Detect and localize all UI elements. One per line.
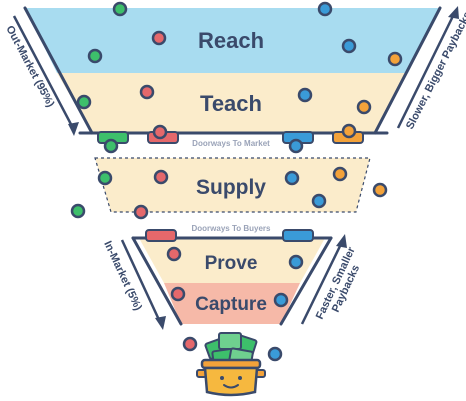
stage-teach-label: Teach bbox=[200, 91, 262, 116]
dot bbox=[372, 182, 388, 198]
dot bbox=[288, 254, 304, 270]
dot bbox=[103, 138, 119, 154]
dot bbox=[139, 84, 155, 100]
dot bbox=[284, 170, 300, 186]
in-market-arrow bbox=[120, 239, 166, 330]
faster-arrow bbox=[300, 234, 347, 325]
top-funnel-left-edge bbox=[23, 6, 94, 135]
money-pot-icon bbox=[196, 332, 266, 397]
dot bbox=[317, 1, 333, 17]
dots bbox=[70, 1, 403, 362]
slower-arrow bbox=[396, 6, 459, 129]
stage-reach-label: Reach bbox=[198, 28, 264, 53]
top-funnel-right-edge bbox=[373, 6, 442, 135]
bottom-funnel-right-edge bbox=[279, 236, 333, 326]
prove-band bbox=[139, 238, 325, 283]
stage-capture-label: Capture bbox=[195, 294, 267, 315]
dot bbox=[273, 292, 289, 308]
dot bbox=[70, 203, 86, 219]
dot bbox=[341, 123, 357, 139]
dot bbox=[166, 246, 182, 262]
out-market-arrow bbox=[12, 15, 79, 136]
dot bbox=[151, 30, 167, 46]
dot bbox=[297, 87, 313, 103]
doorways-to-market-label: Doorways To Market bbox=[192, 139, 270, 148]
dot bbox=[87, 48, 103, 64]
doorways-to-buyers-label: Doorways To Buyers bbox=[192, 224, 272, 233]
dot bbox=[170, 286, 186, 302]
dot bbox=[356, 99, 372, 115]
dot bbox=[182, 336, 198, 352]
dot bbox=[133, 204, 149, 220]
dot bbox=[112, 1, 128, 17]
stage-supply-label: Supply bbox=[196, 176, 266, 199]
dot bbox=[332, 166, 348, 182]
stage-prove-label: Prove bbox=[205, 253, 258, 274]
dot bbox=[267, 346, 283, 362]
dot bbox=[97, 170, 113, 186]
reach-band bbox=[25, 8, 440, 73]
dot bbox=[311, 193, 327, 209]
bottom-funnel-left-edge bbox=[131, 236, 183, 326]
dot bbox=[76, 94, 92, 110]
dot bbox=[288, 138, 304, 154]
dot bbox=[153, 169, 169, 185]
dot bbox=[387, 51, 403, 67]
dot bbox=[341, 38, 357, 54]
capture-band bbox=[164, 283, 300, 324]
dot bbox=[152, 124, 168, 140]
doorways-buyers-plugs bbox=[145, 229, 314, 242]
